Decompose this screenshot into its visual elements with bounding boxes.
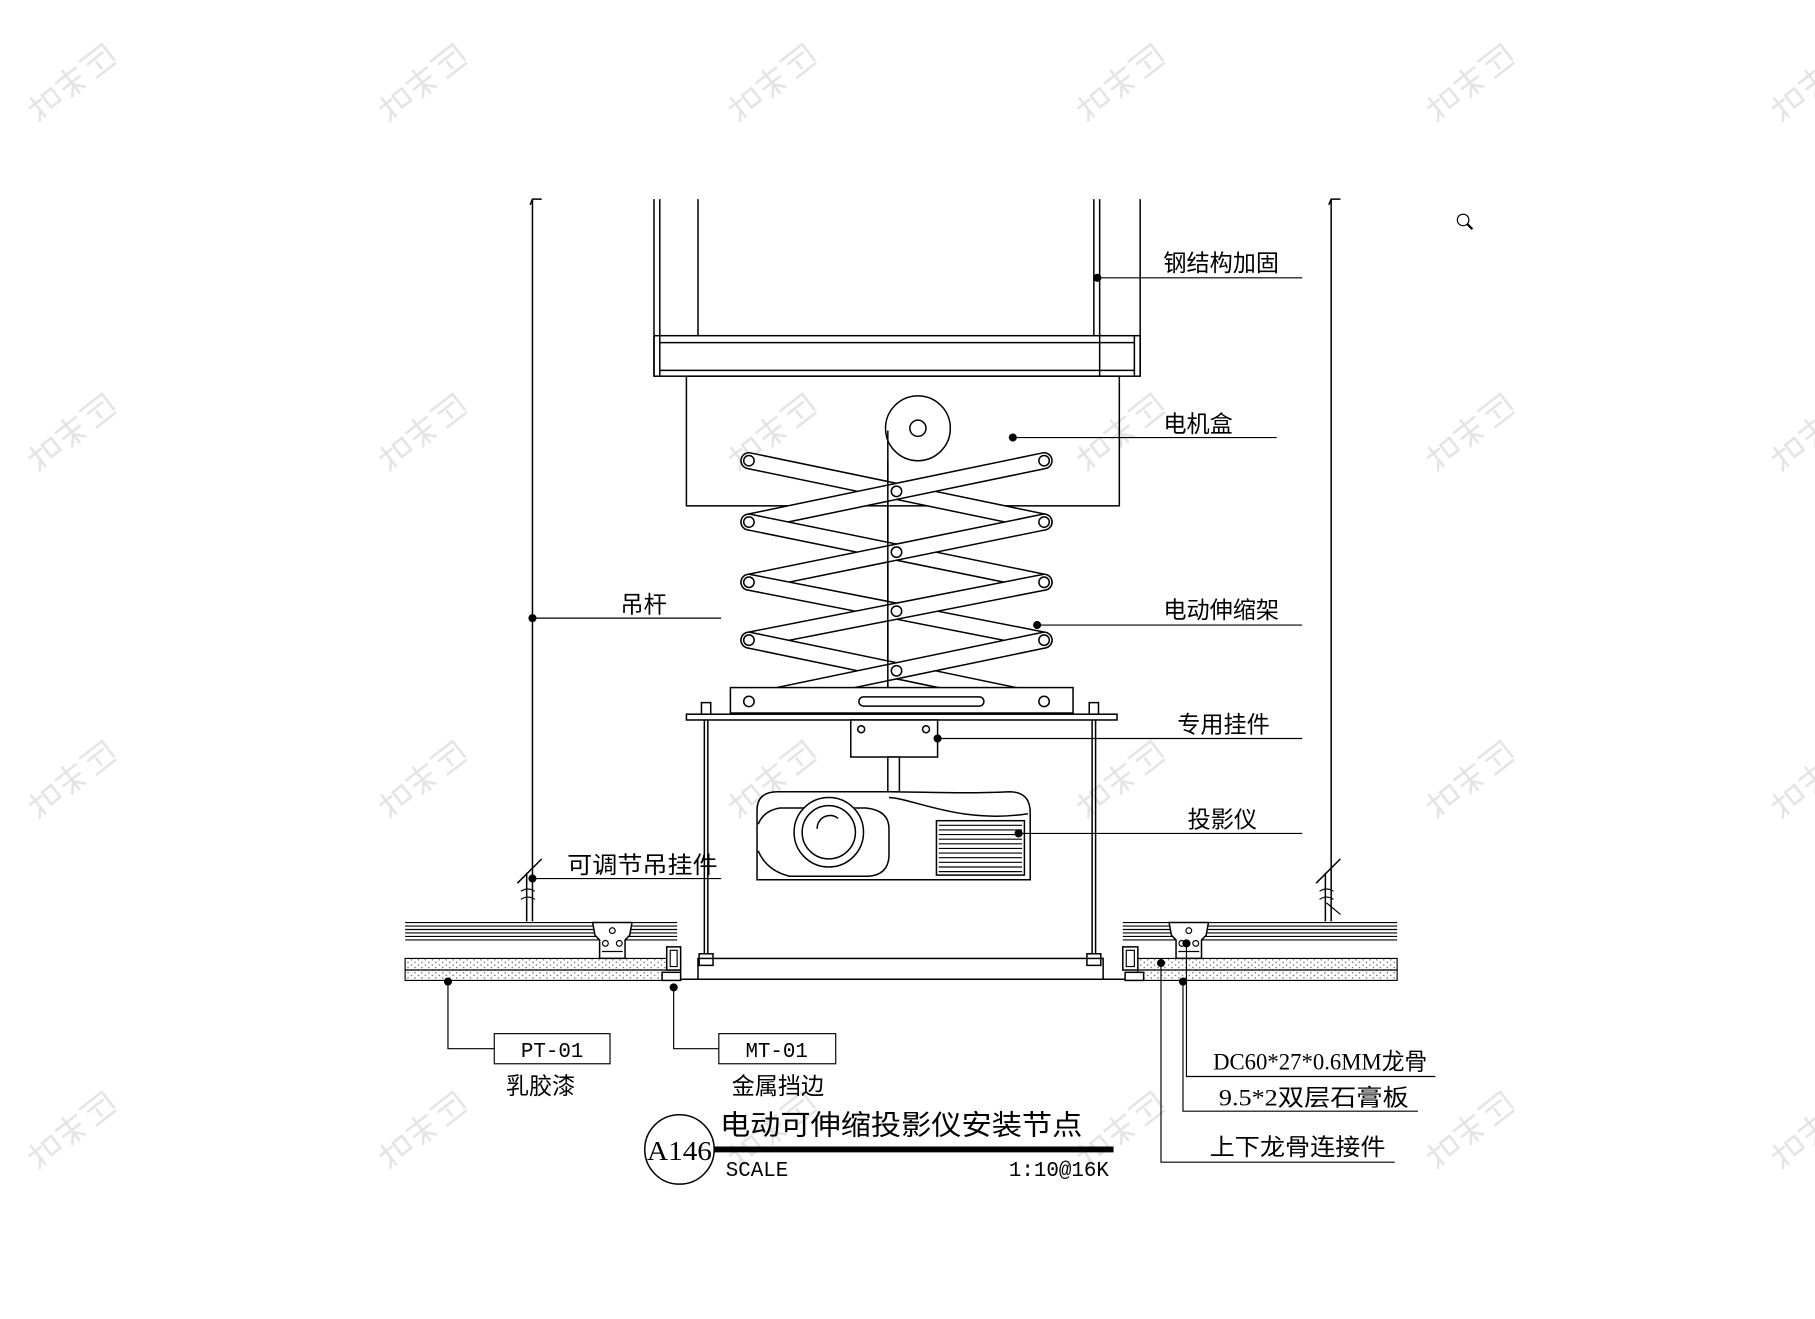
gypsum-layer-2 (1137, 969, 1398, 982)
electric-scissor-frame (740, 452, 1053, 711)
pivot-pin (890, 605, 903, 618)
pivot-pin (1038, 634, 1051, 647)
label-projector: 投影仪 (1188, 808, 1257, 834)
tag-code: PT-01 (521, 1041, 584, 1064)
pivot-pin (1038, 454, 1051, 467)
ceiling-left (404, 921, 682, 982)
gypsum-layer-1 (1137, 957, 1398, 971)
label-steel: 钢结构加固 (1163, 251, 1279, 277)
label-keel: DC60*27*0.6MM龙骨 (1213, 1050, 1427, 1076)
scale-value: 1:10@16K (1009, 1160, 1109, 1183)
callout-special-hanger: 专用挂件 (933, 713, 1303, 743)
callout-gypsum: 9.5*2双层石膏板 (1178, 977, 1418, 1112)
label-special-hanger: 专用挂件 (1177, 713, 1270, 739)
callout-adjustable-hanger: 可调节吊挂件 (528, 853, 722, 883)
detail-number: A146 (647, 1136, 712, 1167)
hanger-rod-left (516, 198, 543, 922)
tag-pt01: PT-01 乳胶漆 (443, 977, 611, 1100)
tag-mt01: MT-01 金属挡边 (669, 983, 837, 1100)
label-motor-box: 电机盒 (1163, 412, 1232, 438)
label-adjustable-hanger: 可调节吊挂件 (567, 853, 717, 879)
label-scissor-frame: 电动伸缩架 (1163, 598, 1279, 624)
callout-hanger-rod: 吊杆 (528, 592, 722, 623)
pivot-pin (890, 485, 903, 498)
pivot-pin (890, 664, 903, 677)
callout-projector: 投影仪 (1014, 808, 1303, 838)
tag-material: 金属挡边 (732, 1074, 825, 1100)
projector-lens (793, 796, 865, 868)
scale-label: SCALE (726, 1160, 789, 1183)
callout-motor-box: 电机盒 (1008, 412, 1277, 442)
pivot-pin (1038, 516, 1051, 529)
metal-edge-trim-right (1124, 971, 1145, 982)
pivot-pin (742, 576, 755, 589)
hanger-rod-right (1315, 198, 1341, 922)
label-connector: 上下龙骨连接件 (1210, 1135, 1386, 1161)
callout-connector: 上下龙骨连接件 (1156, 959, 1395, 1163)
drawing-title: 电动可伸缩投影仪安装节点 (720, 1110, 1082, 1141)
pivot-pin (1038, 576, 1051, 589)
gypsum-layer-1 (404, 957, 682, 971)
projector (756, 790, 1031, 881)
steel-reinforcement (653, 199, 1141, 377)
vent-grille (935, 819, 1026, 876)
label-gypsum: 9.5*2双层石膏板 (1219, 1085, 1409, 1111)
pivot-pin (742, 454, 755, 467)
search-icon[interactable] (1456, 213, 1474, 231)
callout-keel: DC60*27*0.6MM龙骨 (1182, 939, 1436, 1078)
special-hanger (850, 719, 939, 793)
pivot-pin (890, 546, 903, 559)
callout-steel: 钢结构加固 (1093, 251, 1303, 282)
tag-code: MT-01 (745, 1041, 808, 1064)
pivot-pin (742, 516, 755, 529)
label-hanger-rod: 吊杆 (620, 592, 666, 618)
pivot-pin (742, 634, 755, 647)
title-block: A146 电动可伸缩投影仪安装节点 SCALE 1:10@16K (643, 1110, 1114, 1185)
tag-material: 乳胶漆 (506, 1074, 575, 1100)
callout-scissor-frame: 电动伸缩架 (1033, 598, 1303, 630)
metal-edge-trim-left (661, 971, 682, 982)
scissor-base-plate (685, 686, 1118, 721)
